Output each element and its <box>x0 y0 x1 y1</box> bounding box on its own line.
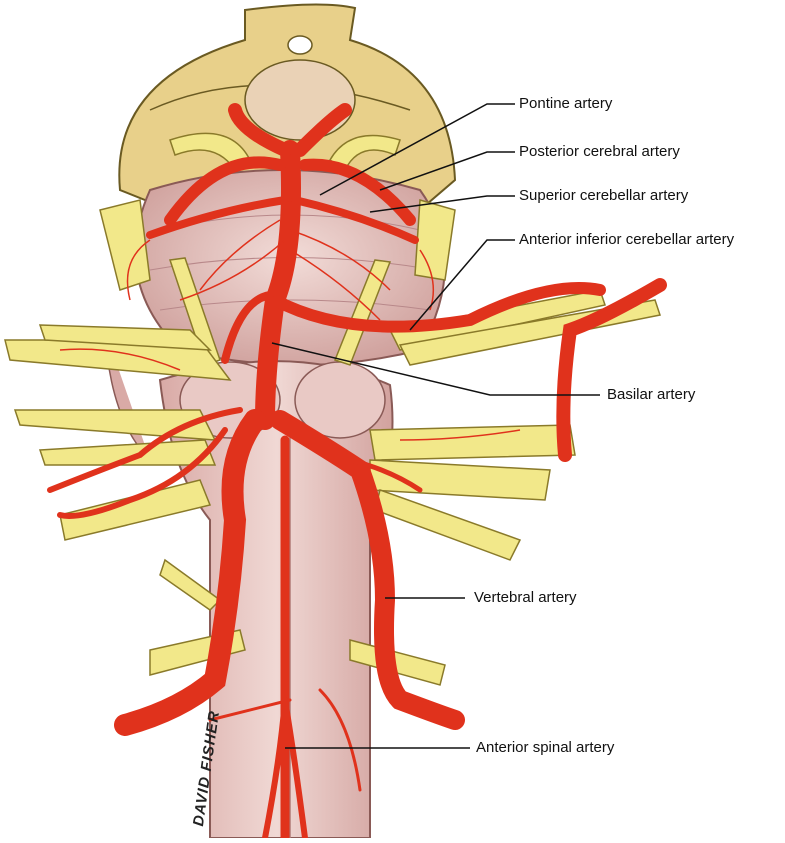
leader-lines <box>271 103 600 749</box>
arteries <box>47 103 667 843</box>
leader-posterior-cerebral <box>379 151 515 191</box>
label-anterior-inferior-cerebellar-artery: Anterior inferior cerebellar artery <box>519 231 735 248</box>
leader-basilar <box>271 342 600 396</box>
vertebral-artery-left <box>114 409 266 736</box>
label-vertebral-artery: Vertebral artery <box>474 589 577 606</box>
leader-superior-cerebellar <box>369 195 515 213</box>
label-basilar-artery: Basilar artery <box>607 386 696 403</box>
label-anterior-spinal-artery: Anterior spinal artery <box>476 739 615 756</box>
vertebral-artery-right <box>270 410 465 730</box>
medulla-and-spinal-cord <box>104 329 394 839</box>
leader-pontine <box>319 103 515 196</box>
label-pontine-artery: Pontine artery <box>519 95 613 112</box>
label-posterior-cerebral-artery: Posterior cerebral artery <box>519 143 680 160</box>
leader-aica <box>409 239 515 331</box>
label-superior-cerebellar-artery: Superior cerebellar artery <box>519 187 689 204</box>
